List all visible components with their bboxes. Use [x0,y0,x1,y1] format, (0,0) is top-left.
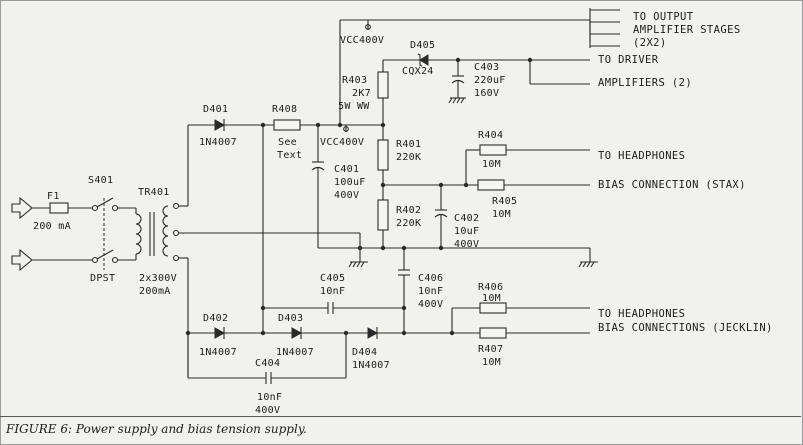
c401-value-1: 100uF [334,177,366,188]
zener-d405 [417,53,429,67]
d403-type: 1N4007 [276,347,314,358]
r406-name: R406 [478,282,503,293]
switch-s401 [91,197,119,270]
r403-value-2: 5W WW [338,101,370,112]
capacitor-c402 [434,185,448,248]
input-arrow-top [11,196,33,220]
c406-name: C406 [418,273,443,284]
to-driver-label: TO DRIVER [598,54,659,66]
caption-rule [0,416,801,417]
r401-value: 220K [396,152,421,163]
c405-name: C405 [320,273,345,284]
r401-name: R401 [396,139,421,150]
r408-value-1: See [278,137,297,148]
capacitor-c404 [265,372,272,384]
r403-name: R403 [342,75,367,86]
resistor-r407 [479,327,507,339]
r402-value: 220K [396,218,421,229]
c404-value-2: 400V [255,405,280,416]
input-arrow-bottom [11,248,33,272]
c401-value-2: 400V [334,190,359,201]
r408-value-2: Text [277,150,302,161]
resistor-r404 [479,144,507,156]
bias-jecklin-label: BIAS CONNECTIONS (JECKLIN) [598,322,773,334]
c405-value: 10nF [320,286,345,297]
ground-symbol-1 [348,261,368,268]
r405-name: R405 [492,196,517,207]
resistor-r406 [479,302,507,314]
d405-type: CQX24 [402,66,434,77]
r403-value-1: 2K7 [352,88,371,99]
capacitor-c406 [398,248,410,333]
transformer-value-2: 200mA [139,286,171,297]
diode-d404 [367,327,379,339]
c403-value-1: 220uF [474,75,506,86]
amplifier-stages-count: (2X2) [633,37,667,49]
d402-type: 1N4007 [199,347,237,358]
diode-d402 [214,327,226,339]
resistor-r408 [273,119,301,131]
r404-name: R404 [478,130,503,141]
d403-name: D403 [278,313,303,324]
amplifiers-label: AMPLIFIERS (2) [598,77,692,89]
c404-value-1: 10nF [257,392,282,403]
vcc-mid-label: VCC400V [320,137,364,148]
d401-type: 1N4007 [199,137,237,148]
resistor-r405 [477,179,505,191]
d405-name: D405 [410,40,435,51]
to-headphones-label-1: TO HEADPHONES [598,150,685,162]
amplifier-stages-label: AMPLIFIER STAGES [633,24,741,36]
c402-value-2: 400V [454,239,479,250]
r407-value: 10M [482,357,501,368]
resistor-r401 [377,139,389,171]
to-output-label: TO OUTPUT [633,11,694,23]
r407-name: R407 [478,344,503,355]
diode-d401 [214,119,226,131]
d404-type: 1N4007 [352,360,390,371]
fuse-f1 [49,202,69,214]
c404-name: C404 [255,358,280,369]
r406-value: 10M [482,293,501,304]
c403-value-2: 160V [474,88,499,99]
r404-value: 10M [482,159,501,170]
switch-name: S401 [88,175,113,186]
r402-name: R402 [396,205,421,216]
fuse-value: 200 mA [33,221,71,232]
resistor-r403 [377,71,389,99]
capacitor-c403 [448,60,466,104]
c406-value-1: 10nF [418,286,443,297]
transformer-tr401 [135,202,180,262]
resistor-r402 [377,199,389,231]
c403-name: C403 [474,62,499,73]
figure-caption: FIGURE 6: Power supply and bias tension … [6,422,307,436]
fuse-name: F1 [47,191,60,202]
c406-value-2: 400V [418,299,443,310]
r408-name: R408 [272,104,297,115]
d401-name: D401 [203,104,228,115]
transformer-value-1: 2x300V [139,273,177,284]
d402-name: D402 [203,313,228,324]
transformer-name: TR401 [138,187,170,198]
to-headphones-label-2: TO HEADPHONES [598,308,685,320]
c402-value-1: 10uF [454,226,479,237]
capacitor-c401 [311,125,325,248]
c401-name: C401 [334,164,359,175]
bias-stax-label: BIAS CONNECTION (STAX) [598,179,746,191]
vcc-top-label: VCC400V [340,35,384,46]
c402-name: C402 [454,213,479,224]
switch-type: DPST [90,273,115,284]
d404-name: D404 [352,347,377,358]
ground-symbol-2 [578,261,598,268]
capacitor-c405 [327,302,334,314]
diode-d403 [291,327,303,339]
r405-value: 10M [492,209,511,220]
